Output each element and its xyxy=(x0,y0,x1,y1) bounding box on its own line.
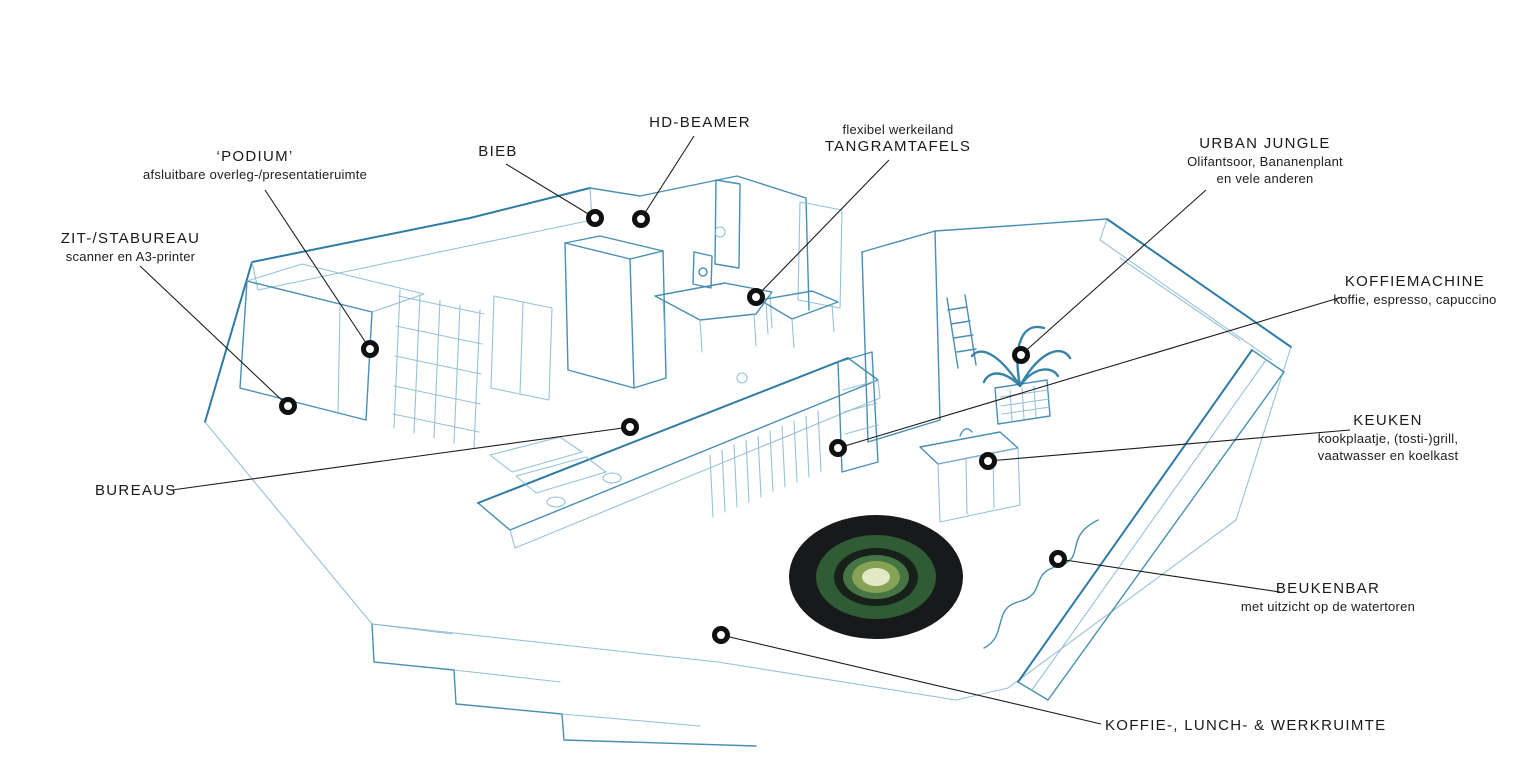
marker-zit-stabureau xyxy=(279,397,297,415)
marker-hd-beamer xyxy=(632,210,650,228)
label-keuken-text: KEUKEN xyxy=(1353,412,1423,429)
label-beukenbar-text: met uitzicht op de watertoren xyxy=(1240,599,1416,614)
label-zit-stabureau-text: ZIT-/STABUREAU xyxy=(60,230,201,247)
leader-bieb xyxy=(505,163,596,219)
label-podium-text: afsluitbare overleg-/presentatieruimte xyxy=(143,167,368,182)
leader-koffiemachine xyxy=(837,296,1343,449)
label-hd-beamer-text: HD-BEAMER xyxy=(649,114,751,131)
label-urban-jungle-text: Olifantsoor, Bananenplant xyxy=(1187,154,1343,169)
marker-bureaus xyxy=(621,418,639,436)
marker-podium xyxy=(361,340,379,358)
leader-tangramtafels xyxy=(755,159,890,298)
rug xyxy=(789,515,963,639)
leader-urban-jungle xyxy=(1020,189,1207,356)
label-bieb-text: BIEB xyxy=(478,143,518,160)
label-tangramtafels-text: flexibel werkeiland xyxy=(842,122,954,137)
label-koffie-lunch-werkruimte: KOFFIE-, LUNCH- & WERKRUIMTE xyxy=(1105,717,1387,735)
leader-podium xyxy=(264,189,371,350)
label-keuken: KEUKEN kookplaatje, (tosti-)grill, vaatwas… xyxy=(1296,412,1480,464)
label-koffiemachine-text: KOFFIEMACHINE xyxy=(1344,273,1486,290)
marker-koffiemachine xyxy=(829,439,847,457)
marker-bieb xyxy=(586,209,604,227)
label-urban-jungle-text: URBAN JUNGLE xyxy=(1199,135,1331,152)
leader-zit-stabureau xyxy=(139,265,289,407)
label-keuken-text: kookplaatje, (tosti-)grill, xyxy=(1317,431,1459,446)
label-urban-jungle: URBAN JUNGLE Olifantsoor, Bananenplant en … xyxy=(1163,135,1367,187)
marker-keuken xyxy=(979,452,997,470)
label-keuken-text: vaatwasser en koelkast xyxy=(1317,448,1459,463)
sketch-linework xyxy=(204,175,1292,747)
label-podium-text: ‘PODIUM’ xyxy=(216,148,294,165)
leader-keuken xyxy=(987,429,1351,462)
label-bureaus-text: BUREAUS xyxy=(95,482,177,499)
label-urban-jungle-text: en vele anderen xyxy=(1216,171,1314,186)
marker-tangramtafels xyxy=(747,288,765,306)
marker-koffie-lunch-werkruimte xyxy=(712,626,730,644)
label-beukenbar-text: BEUKENBAR xyxy=(1275,580,1381,597)
label-tangramtafels-text: TANGRAMTAFELS xyxy=(824,138,972,155)
marker-urban-jungle xyxy=(1012,346,1030,364)
label-koffiemachine-text: koffie, espresso, capuccino xyxy=(1333,292,1497,307)
leader-koffie-lunch-werkruimte xyxy=(720,634,1102,725)
label-beukenbar: BEUKENBAR met uitzicht op de watertoren xyxy=(1226,580,1430,615)
leader-beukenbar xyxy=(1057,558,1281,593)
leader-bureaus xyxy=(171,426,631,491)
leader-hd-beamer xyxy=(640,135,695,220)
label-bureaus: BUREAUS xyxy=(95,482,185,500)
label-koffie-lunch-werkruimte-text: KOFFIE-, LUNCH- & WERKRUIMTE xyxy=(1105,717,1387,734)
label-podium: ‘PODIUM’ afsluitbare overleg-/presentatie… xyxy=(143,148,367,183)
label-zit-stabureau-text: scanner en A3-printer xyxy=(65,249,196,264)
label-bieb: BIEB xyxy=(468,143,528,161)
label-hd-beamer: HD-BEAMER xyxy=(648,114,752,132)
label-koffiemachine: KOFFIEMACHINE koffie, espresso, capuccino xyxy=(1330,273,1500,308)
label-zit-stabureau: ZIT-/STABUREAU scanner en A3-printer xyxy=(38,230,223,265)
marker-beukenbar xyxy=(1049,550,1067,568)
rug-ring xyxy=(862,568,890,586)
